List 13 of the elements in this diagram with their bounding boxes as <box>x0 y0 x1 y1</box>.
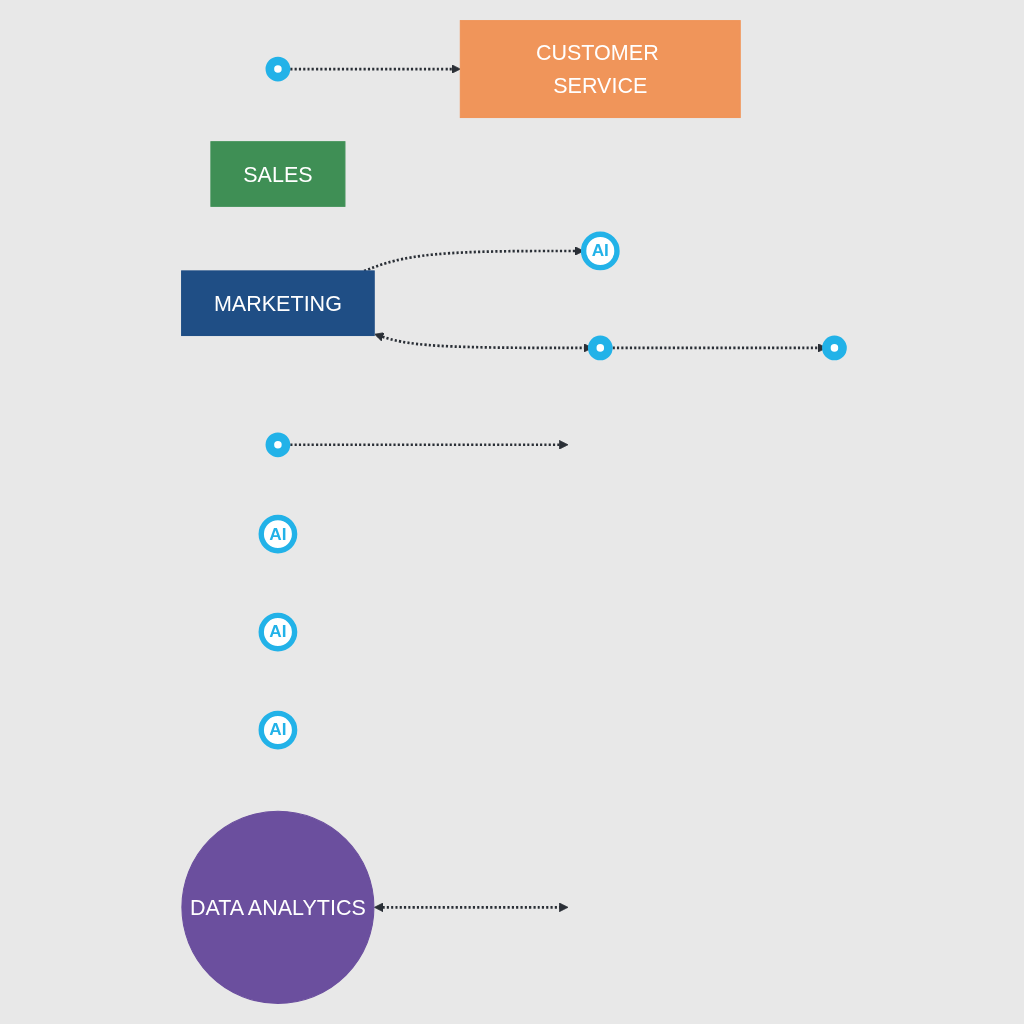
node-box: SALES <box>210 141 346 207</box>
node-circle: DATA ANALYTICS <box>181 810 375 1004</box>
arrow <box>373 902 569 913</box>
node-circle: AI <box>258 612 298 652</box>
node-gear <box>587 335 613 361</box>
node-gear <box>265 56 291 82</box>
node-gear <box>265 432 291 458</box>
node-circle: AI <box>258 514 298 554</box>
node-gear <box>822 335 847 361</box>
node-box: CUSTOMER SERVICE <box>459 20 741 119</box>
node-box: MARKETING <box>181 270 375 337</box>
node-circle: AI <box>580 231 620 271</box>
node-circle: AI <box>258 710 298 750</box>
